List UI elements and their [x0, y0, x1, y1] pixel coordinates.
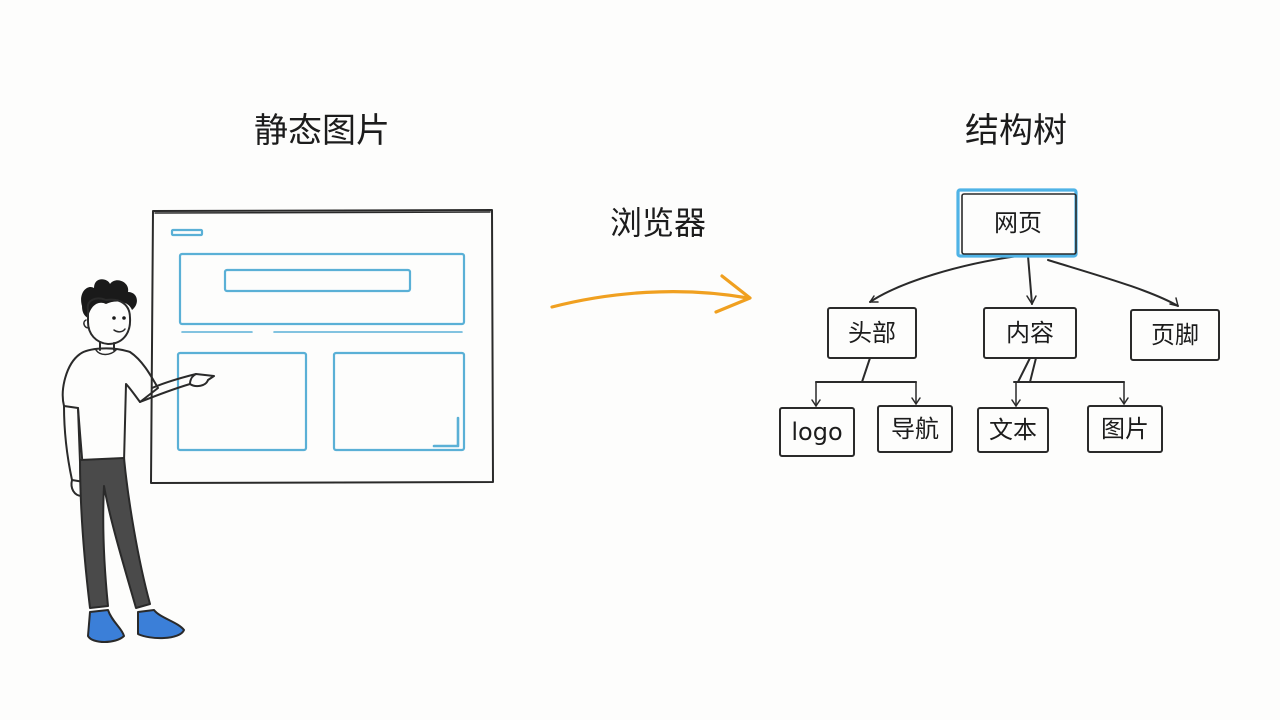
tree-node-content: 内容: [983, 307, 1077, 359]
person-illustration: [61, 279, 215, 643]
wireframe-header-block: [178, 252, 466, 326]
tree-node-image: 图片: [1087, 405, 1163, 453]
tree-node-logo-label: logo: [791, 418, 842, 446]
person-hair: [81, 279, 137, 318]
tree-node-root-label: 网页: [994, 209, 1042, 237]
person-shoe-right: [137, 609, 185, 640]
tree-node-text: 文本: [977, 407, 1049, 453]
left-title: 静态图片: [254, 111, 390, 151]
wireframe-card-right: [332, 351, 466, 452]
tree-node-content-label: 内容: [1006, 319, 1054, 347]
tree-node-logo: logo: [779, 407, 855, 457]
wireframe-search-bar: [223, 268, 412, 293]
transform-arrow: [550, 274, 752, 314]
tree-node-header-label: 头部: [848, 319, 896, 347]
person-pants: [79, 457, 151, 609]
arrow-label: 浏览器: [610, 204, 706, 242]
tree-node-nav-label: 导航: [891, 415, 939, 443]
tree-node-header: 头部: [827, 307, 917, 359]
tree-node-nav: 导航: [877, 405, 953, 453]
right-title: 结构树: [965, 111, 1067, 151]
tree-node-image-label: 图片: [1101, 415, 1149, 443]
wireframe-card-left: [176, 351, 308, 452]
webpage-wireframe: [150, 209, 494, 484]
tree-node-footer: 页脚: [1130, 309, 1220, 361]
tree-connectors: [811, 255, 1179, 407]
person-shirt: [61, 347, 159, 463]
tree-node-root: 网页: [956, 188, 1078, 258]
tree-node-footer-label: 页脚: [1151, 321, 1199, 349]
person-shoe-left: [87, 609, 125, 643]
tree-node-text-label: 文本: [989, 416, 1037, 444]
